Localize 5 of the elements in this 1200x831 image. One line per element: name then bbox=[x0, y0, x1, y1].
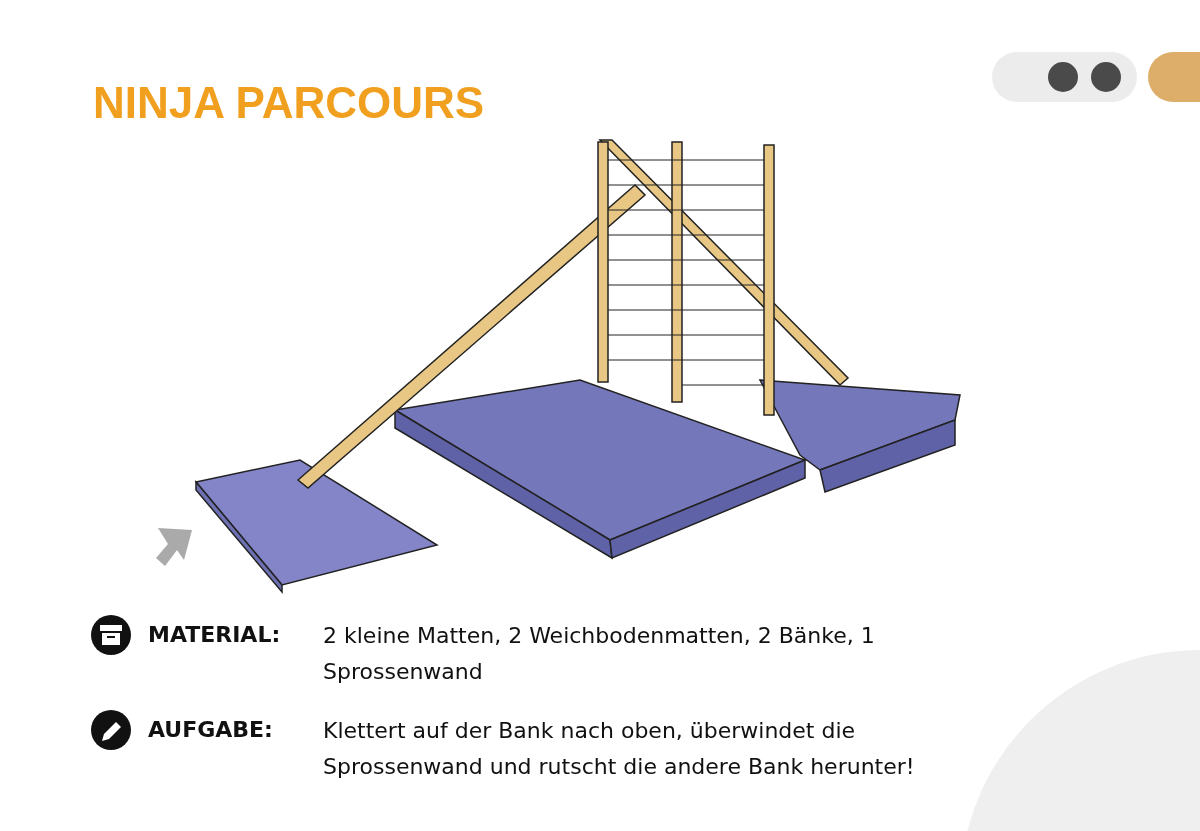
material-list: 2 kleine Matten, 2 Weichbodenmatten, 2 Bänke, 1 Sprossenwand bbox=[323, 618, 883, 690]
task-description: Klettert auf der Bank nach oben, überwindet die Sprossenwand und rutscht die andere Bank herunter! bbox=[323, 717, 916, 781]
section-heading: MATERIAL: bbox=[148, 622, 281, 647]
section-heading: AUFGABE: bbox=[148, 717, 273, 742]
page-title: NINJA PARCOURS bbox=[93, 78, 485, 128]
